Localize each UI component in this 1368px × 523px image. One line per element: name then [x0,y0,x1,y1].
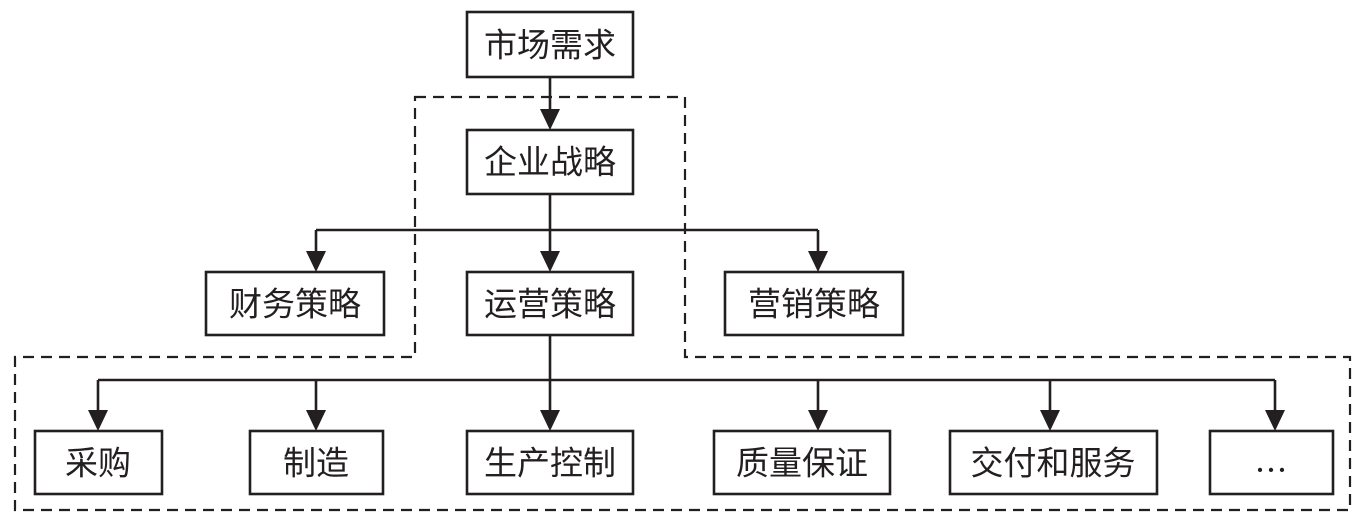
arrow-head [808,410,828,431]
arrow-head [88,410,108,431]
arrow-head [540,410,560,431]
node-label: 采购 [65,444,131,483]
dashed-boundary [13,95,1352,512]
node-operations-strategy: 运营策略 [465,270,635,337]
node-label: 交付和服务 [971,444,1136,483]
arrow-head [1265,410,1285,431]
node-market-demand: 市场需求 [465,10,635,79]
node-label: … [1255,441,1288,480]
node-procurement: 采购 [33,429,164,496]
arrow-head [306,251,326,272]
node-marketing-strategy: 营销策略 [723,270,905,337]
arrow-head [1040,410,1060,431]
node-label: 财务策略 [229,285,361,324]
node-label: 企业战略 [484,143,616,182]
node-production-control: 生产控制 [465,429,635,496]
node-label: 营销策略 [748,285,880,324]
node-manufacturing: 制造 [248,429,385,496]
node-corporate-strategy: 企业战略 [465,128,635,196]
node-label: 生产控制 [484,444,616,483]
node-label: 市场需求 [484,26,616,65]
node-quality-assurance: 质量保证 [712,429,892,496]
connectors [88,77,1285,431]
node-more: … [1208,429,1335,496]
arrow-head [808,251,828,272]
node-label: 质量保证 [736,444,868,483]
arrow-head [540,109,560,130]
arrow-head [306,410,326,431]
node-label: 运营策略 [484,285,616,324]
node-finance-strategy: 财务策略 [204,270,386,337]
node-delivery-service: 交付和服务 [948,429,1159,496]
arrow-head [540,251,560,272]
node-label: 制造 [283,444,349,483]
